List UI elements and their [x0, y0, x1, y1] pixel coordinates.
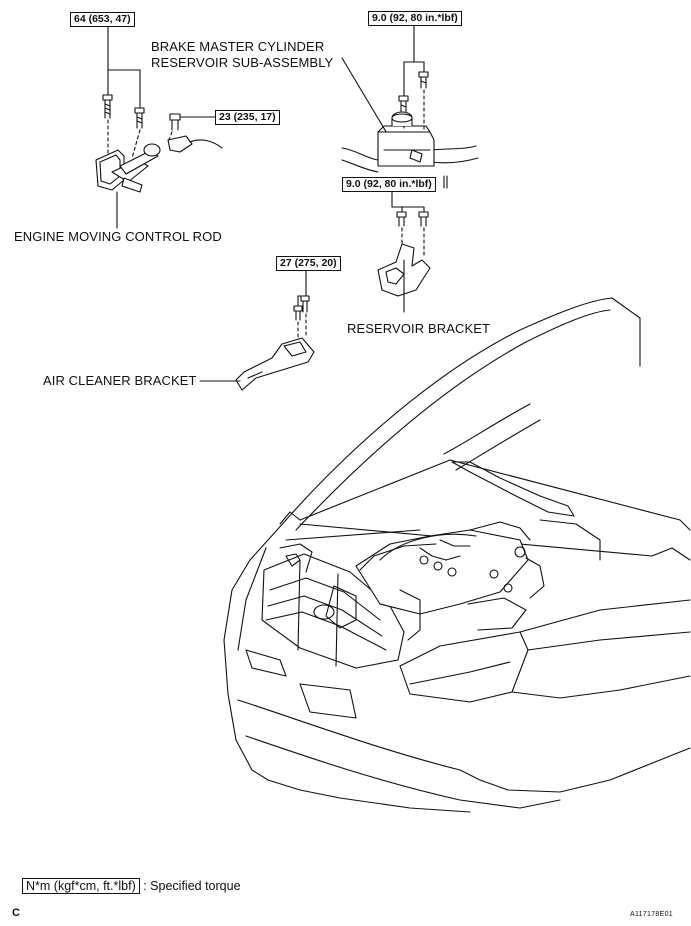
torque-spec-box: 9.0 (92, 80 in.*lbf) — [368, 11, 462, 26]
brake-reservoir-group — [341, 24, 479, 313]
torque-spec-box: 27 (275, 20) — [276, 256, 341, 271]
corner-letter: C — [12, 907, 20, 919]
vehicle-front-illustration — [223, 297, 691, 813]
nut-icon — [169, 113, 181, 131]
air-cleaner-bracket-group — [199, 264, 315, 391]
bolt-icon — [293, 305, 303, 321]
bolt-icon — [300, 295, 310, 313]
engine-moving-control-rod-group — [95, 25, 223, 229]
reservoir-bracket-label: RESERVOIR BRACKET — [347, 321, 491, 336]
torque-spec-box: 9.0 (92, 80 in.*lbf) — [342, 177, 436, 192]
bolt-icon — [398, 95, 409, 113]
legend-description: : Specified torque — [143, 879, 241, 893]
torque-legend: N*m (kgf*cm, ft.*lbf) : Specified torque — [22, 878, 241, 894]
brake-reservoir-label-line1: BRAKE MASTER CYLINDER — [151, 39, 325, 54]
bolt-icon — [134, 107, 145, 129]
bolt-icon — [102, 94, 113, 119]
legend-unit-box: N*m (kgf*cm, ft.*lbf) — [22, 878, 140, 894]
engine-moving-control-rod-label: ENGINE MOVING CONTROL ROD — [14, 229, 222, 244]
bolt-icon — [418, 211, 429, 227]
torque-spec-box: 64 (653, 47) — [70, 12, 135, 27]
bolt-icon — [396, 211, 407, 227]
bolt-icon — [418, 71, 429, 89]
air-cleaner-bracket-label: AIR CLEANER BRACKET — [43, 373, 197, 388]
torque-spec-box: 23 (235, 17) — [215, 110, 280, 125]
brake-reservoir-label-line2: RESERVOIR SUB-ASSEMBLY — [151, 55, 334, 70]
figure-code: A117178E01 — [630, 911, 673, 918]
